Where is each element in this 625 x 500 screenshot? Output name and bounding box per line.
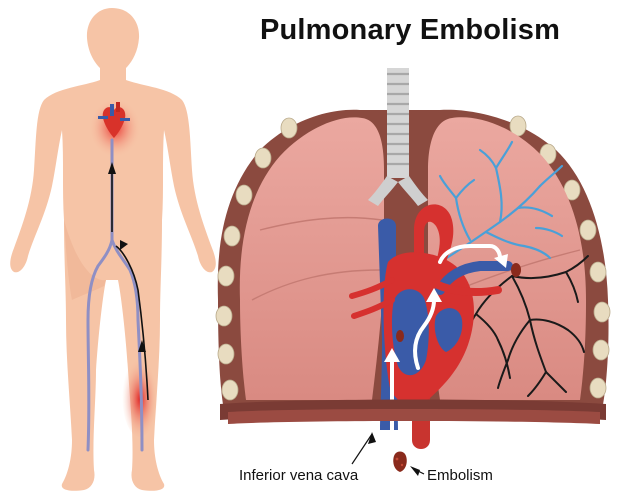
- page-title: Pulmonary Embolism: [259, 14, 561, 46]
- embolism-label: Embolism: [427, 467, 493, 484]
- trachea: [368, 68, 428, 206]
- small-heart-icon: [98, 102, 130, 138]
- body-veins: [86, 138, 144, 452]
- pulmonary-clot: [511, 263, 521, 277]
- body-arrow-heads: [108, 162, 146, 352]
- heart-anatomy: [349, 204, 513, 449]
- left-lung: [239, 117, 384, 400]
- callout-lines: [351, 432, 425, 476]
- lungs-diagram: [215, 68, 611, 449]
- embolism-clot-icon: [393, 451, 407, 472]
- inferior-vena-cava-label: Inferior vena cava: [239, 467, 359, 484]
- healthy-pulmonary-vessels: [438, 140, 564, 264]
- heart-clot: [396, 330, 404, 342]
- human-body-figure: [10, 8, 216, 491]
- flow-arrow-heads: [384, 254, 508, 362]
- rib-beads-left: [215, 117, 298, 401]
- body-flow-arrows: [111, 170, 149, 401]
